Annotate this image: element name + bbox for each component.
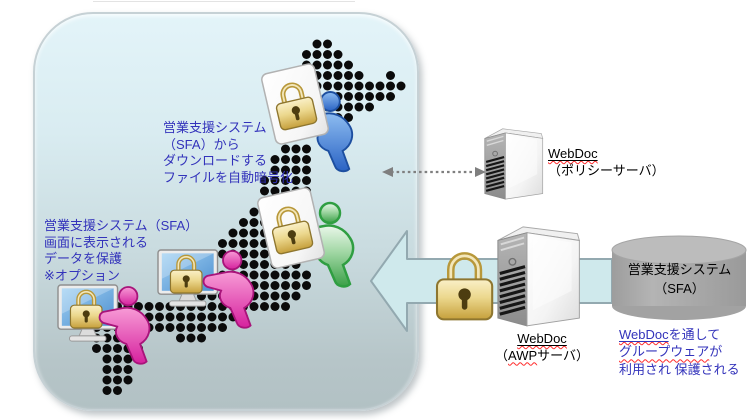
annotation-line: 営業支援システム（SFA）: [44, 218, 199, 233]
user-blue: [259, 62, 354, 173]
user-pink-1: [58, 285, 151, 365]
user-green: [255, 186, 355, 288]
awp-server-label: WebDoc （AWPサーバ）: [477, 331, 607, 364]
note-line: WebDocを通して: [619, 327, 721, 342]
annotation-line: ダウンロードする: [163, 153, 268, 168]
awp-server-name: WebDoc: [517, 331, 567, 346]
note-groupware: WebDocを通して グループウェアが 利用され 保護される: [619, 326, 740, 378]
awp-server-tower-icon: [496, 225, 581, 328]
cropped-edge-line: [93, 1, 355, 2]
annotation-download: 営業支援システム （SFA）から ダウンロードする ファイルを自動暗号化: [163, 120, 293, 186]
policy-server-tower-icon: [483, 127, 544, 201]
note-line: グループウェアが: [619, 344, 723, 360]
annotation-line: ファイルを自動暗号化: [163, 169, 294, 185]
user-pink-2: [158, 250, 255, 329]
policy-link-arrow: [382, 167, 486, 177]
database-name: 営業支援システム: [627, 262, 732, 277]
policy-server-sub: （ポリシーサーバ）: [548, 162, 665, 178]
database-label: 営業支援システム （SFA）: [611, 261, 748, 298]
database-sub: （SFA）: [654, 280, 705, 296]
database-cylinder-icon: [611, 235, 747, 320]
awp-server-sub: （AWPサーバ）: [494, 347, 590, 363]
annotation-line: （SFA）から: [163, 136, 240, 152]
policy-server-name: WebDoc: [548, 146, 598, 161]
annotation-line: 画面に表示される: [44, 234, 149, 250]
annotation-line: 営業支援システム: [163, 120, 267, 135]
annotation-line: ※オプション: [44, 267, 120, 283]
policy-server-label: WebDoc （ポリシーサーバ）: [548, 146, 665, 179]
annotation-line: データを保護: [44, 251, 123, 266]
annotation-screen-protect: 営業支援システム（SFA） 画面に表示される データを保護 ※オプション: [44, 218, 198, 284]
note-line: 利用され 保護される: [619, 361, 740, 377]
